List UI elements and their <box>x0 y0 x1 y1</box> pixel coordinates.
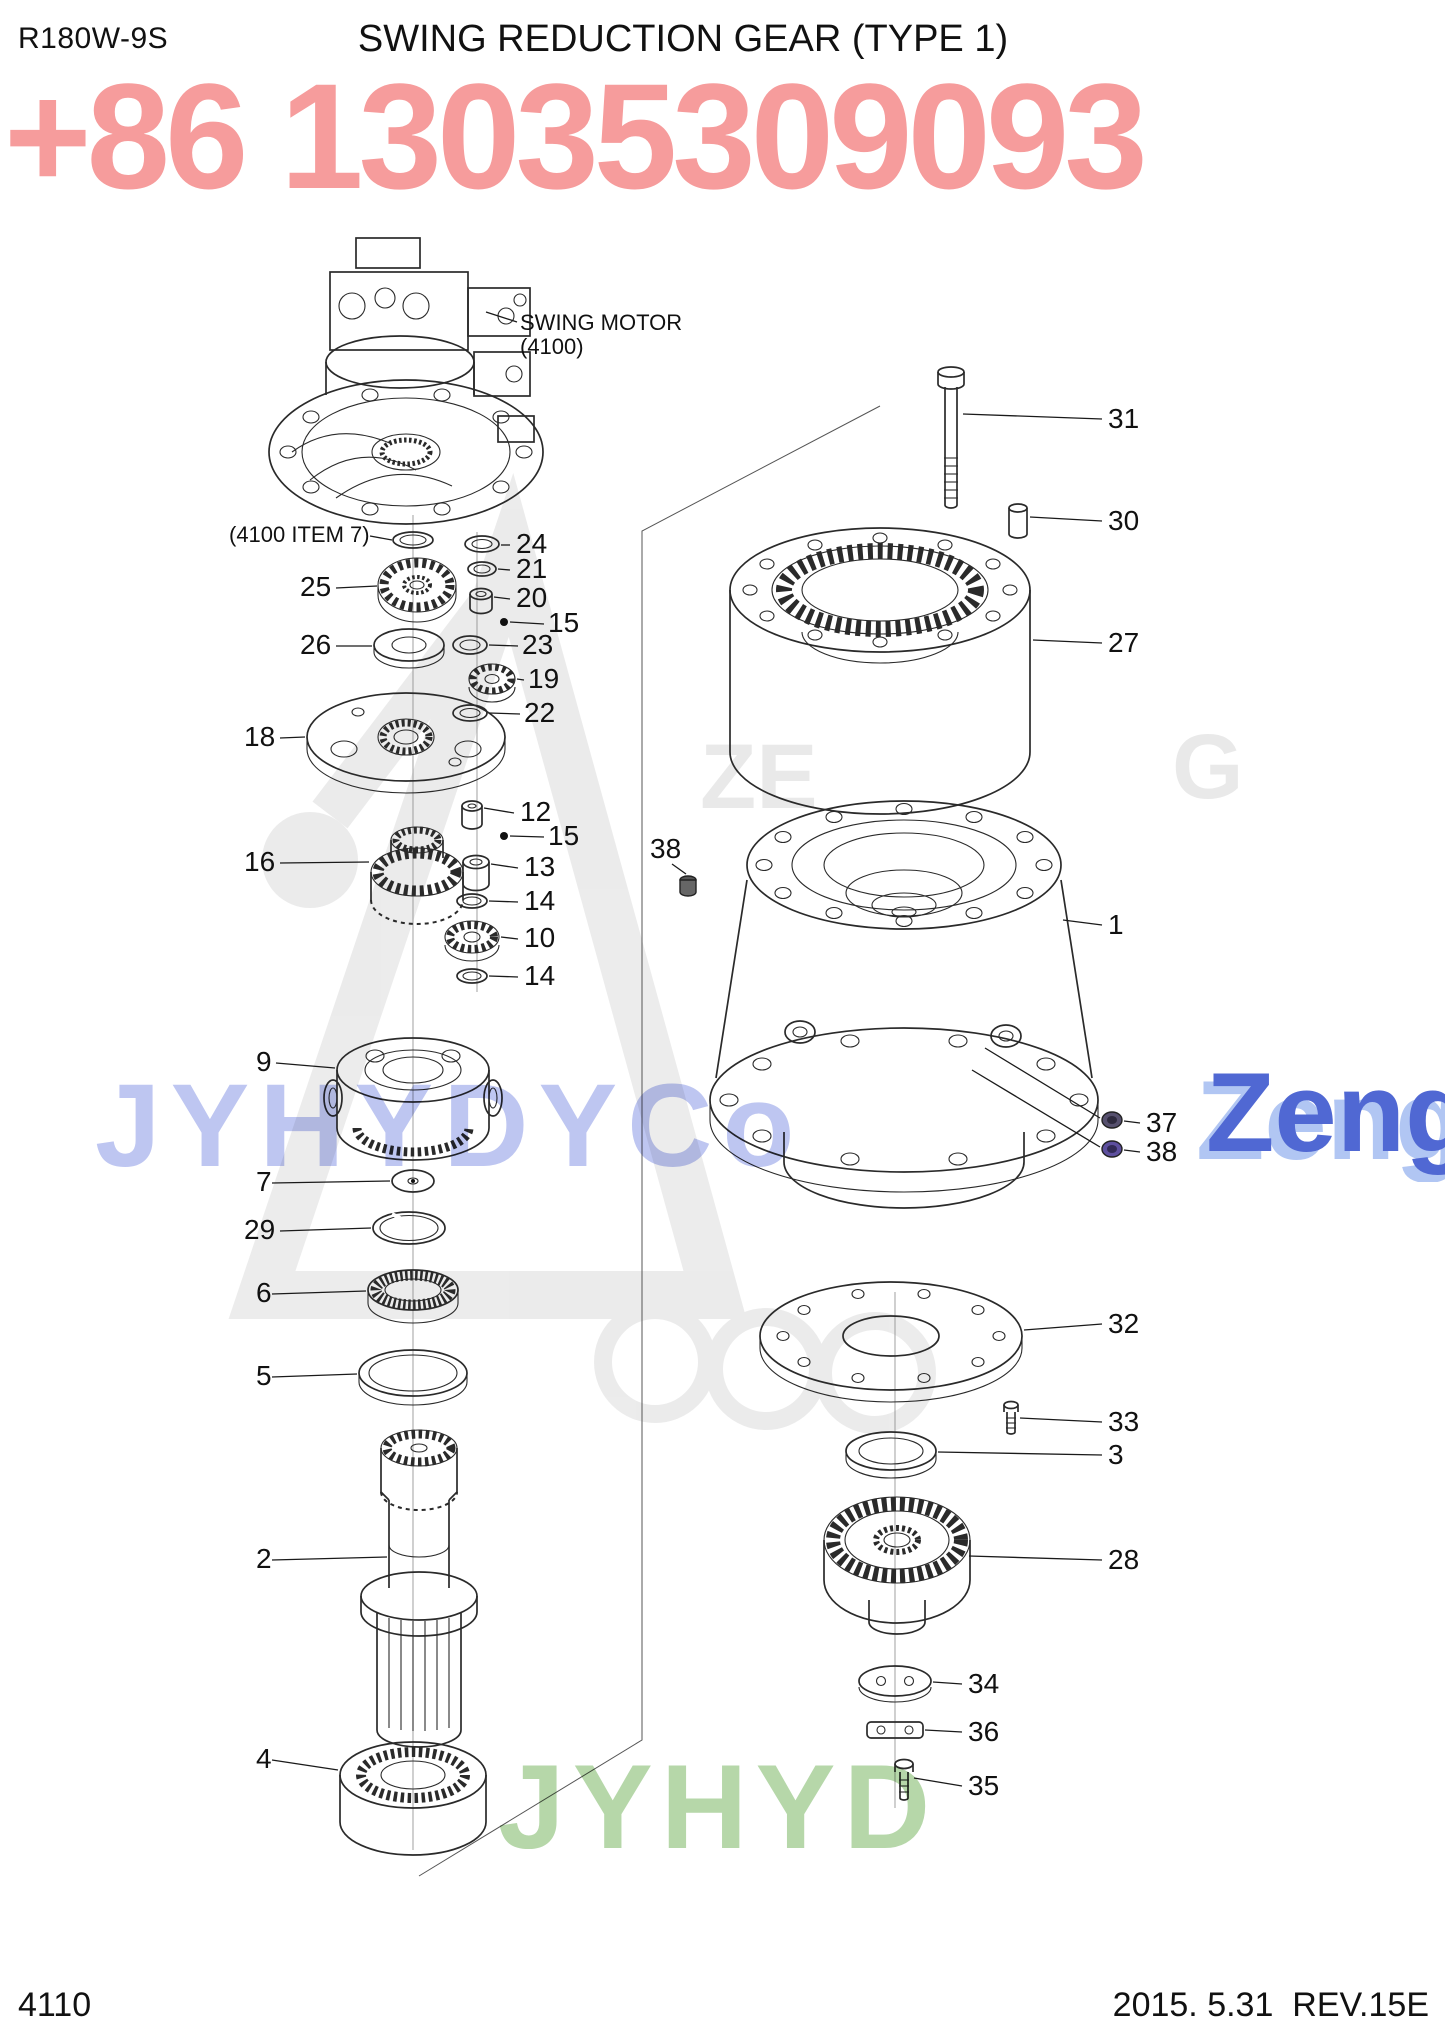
part-13-bushing <box>462 854 490 892</box>
swing-motor-sub-label: (4100) <box>520 334 584 359</box>
callout-23: 23 <box>522 629 553 660</box>
part-item7-ring <box>392 531 434 549</box>
swing-motor-label: SWING MOTOR <box>520 310 682 335</box>
part-38-plug-b <box>1101 1140 1123 1158</box>
callout-14-a: 14 <box>524 885 555 916</box>
callout-32: 32 <box>1108 1308 1139 1339</box>
part-1-housing <box>709 800 1099 1209</box>
callout-7: 7 <box>256 1166 272 1197</box>
callout-28: 28 <box>1108 1544 1139 1575</box>
callout-26: 26 <box>300 629 331 660</box>
callout-29: 29 <box>244 1214 275 1245</box>
callout-38-b: 38 <box>1146 1136 1177 1167</box>
callout-22: 22 <box>524 697 555 728</box>
part-9-carrier <box>323 1037 503 1161</box>
part-20-bushing <box>469 587 493 615</box>
part-34-plate <box>858 1665 932 1703</box>
part-35-bolt <box>894 1758 914 1801</box>
part-12-pin <box>461 800 483 830</box>
part-26-washer <box>373 628 445 669</box>
part-27-ring-gear <box>729 527 1031 815</box>
part-22-ring <box>452 704 488 722</box>
part-31-bolt <box>937 366 965 509</box>
faint-text-g: G <box>1172 716 1244 818</box>
part-36-plate <box>866 1721 924 1739</box>
callout-5: 5 <box>256 1360 272 1391</box>
footer-revision: 2015. 5.31 REV.15E <box>1112 1986 1429 2024</box>
callout-38-a: 38 <box>650 833 681 864</box>
callout-34: 34 <box>968 1668 999 1699</box>
part-6-bearing <box>367 1269 459 1324</box>
part-30-pin <box>1008 503 1028 539</box>
part-24-ring <box>464 535 500 553</box>
faint-text-ze: ZE <box>700 726 818 828</box>
part-23-ring <box>452 635 488 655</box>
callout-14-b: 14 <box>524 960 555 991</box>
part-25-gear <box>377 557 457 623</box>
callout-18: 18 <box>244 721 275 752</box>
callout-1: 1 <box>1108 909 1124 940</box>
callout-25: 25 <box>300 571 331 602</box>
footer-page-number: 4110 <box>18 1986 92 2024</box>
model-code: R180W-9S <box>18 22 169 55</box>
part-14-ring-b <box>456 968 488 984</box>
part-28-gear <box>823 1496 971 1635</box>
part-10-gear <box>444 920 500 962</box>
callout-10: 10 <box>524 922 555 953</box>
callout-19: 19 <box>528 663 559 694</box>
callout-2: 2 <box>256 1543 272 1574</box>
part-3-ring <box>845 1431 937 1479</box>
callout-31: 31 <box>1108 403 1139 434</box>
callout-35: 35 <box>968 1770 999 1801</box>
callout-12: 12 <box>520 796 551 827</box>
part-38-plug-a <box>679 875 697 897</box>
callout-33: 33 <box>1108 1406 1139 1437</box>
part-2-shaft <box>360 1429 478 1748</box>
callout-21: 21 <box>516 553 547 584</box>
part-15-pin-b <box>500 832 508 840</box>
callout-30: 30 <box>1108 505 1139 536</box>
callout-27: 27 <box>1108 627 1139 658</box>
part-14-ring-a <box>456 893 488 909</box>
callout-15-b: 15 <box>548 820 579 851</box>
part-5-ring <box>358 1349 468 1406</box>
part-32-cover <box>759 1281 1023 1403</box>
part-7-washer <box>391 1169 435 1193</box>
part-21-ring <box>467 561 497 577</box>
part-29-snap-ring <box>372 1211 446 1245</box>
part-15-pin-a <box>500 618 508 626</box>
callout-4: 4 <box>256 1743 272 1774</box>
callout-36: 36 <box>968 1716 999 1747</box>
leader-lines <box>271 311 1141 1787</box>
part-19-gear <box>468 663 516 703</box>
callout-16: 16 <box>244 846 275 877</box>
logo-watermark: ZE G <box>228 472 1244 1434</box>
callout-3: 3 <box>1108 1439 1124 1470</box>
callout-37: 37 <box>1146 1107 1177 1138</box>
item7-label: (4100 ITEM 7) <box>229 522 370 547</box>
callout-15-a: 15 <box>548 607 579 638</box>
swing-motor <box>268 237 544 525</box>
part-4-coupling <box>339 1741 487 1856</box>
part-18-carrier-plate <box>306 692 506 794</box>
callout-9: 9 <box>256 1046 272 1077</box>
part-33-bolt <box>1003 1400 1019 1435</box>
callout-24: 24 <box>516 528 547 559</box>
callout-6: 6 <box>256 1277 272 1308</box>
callout-13: 13 <box>524 851 555 882</box>
callout-20: 20 <box>516 582 547 613</box>
part-37-plug <box>1101 1111 1123 1129</box>
page-title: SWING REDUCTION GEAR (TYPE 1) <box>357 18 1009 60</box>
